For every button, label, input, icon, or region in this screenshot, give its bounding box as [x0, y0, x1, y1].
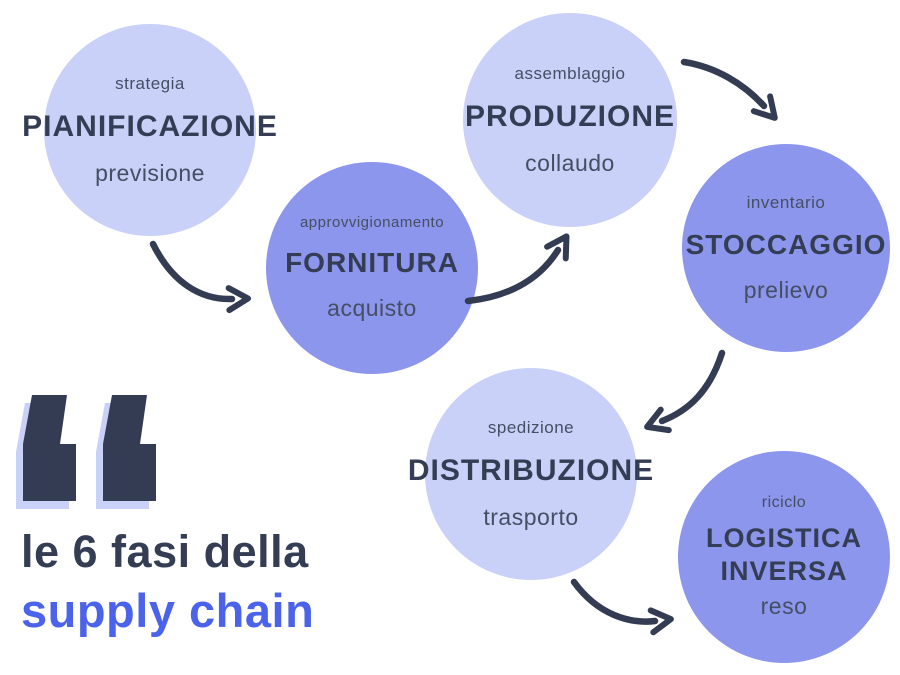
phase-bottom-label: reso: [760, 592, 808, 619]
phase-name: STOCCAGGIO: [685, 228, 887, 260]
phase-top-label: spedizione: [487, 417, 575, 437]
phase-top-label: inventario: [746, 192, 826, 212]
phase-circle-stoccaggio: inventario STOCCAGGIO prelievo: [682, 144, 890, 352]
phase-name: DISTRIBUZIONE: [407, 453, 655, 487]
arrow-stoccaggio-to-distribuzione: [644, 349, 726, 434]
phase-top-label: strategia: [115, 73, 185, 93]
phase-name: PIANIFICAZIONE: [22, 109, 278, 143]
phase-circle-pianificazione: strategia PIANIFICAZIONE previsione: [22, 24, 277, 236]
phase-circle-distribuzione: spedizione DISTRIBUZIONE trasporto: [408, 368, 653, 580]
title-line-2: supply chain: [21, 584, 315, 637]
arrow-distribuzione-to-logistica: [570, 578, 674, 636]
phase-bottom-label: trasporto: [483, 503, 579, 530]
title-line-1: le 6 fasi della: [21, 526, 309, 577]
arrow-fornitura-to-produzione: [464, 233, 570, 305]
quote-icon: [16, 395, 156, 509]
phase-bottom-label: acquisto: [327, 295, 417, 321]
title-block: le 6 fasi della supply chain: [21, 521, 314, 640]
arrow-pianificazione-to-fornitura: [149, 240, 251, 314]
phase-top-label: assemblaggio: [514, 63, 626, 83]
phase-bottom-label: collaudo: [525, 149, 615, 176]
phase-circle-produzione: assemblaggio PRODUZIONE collaudo: [463, 13, 677, 227]
phase-top-label: approvvigionamento: [299, 214, 445, 231]
phase-name: LOGISTICA INVERSA: [706, 523, 862, 586]
phase-name: FORNITURA: [285, 247, 459, 278]
arrow-produzione-to-stoccaggio: [680, 58, 778, 121]
phase-bottom-label: previsione: [95, 159, 205, 186]
phase-top-label: riciclo: [761, 494, 807, 512]
phase-bottom-label: prelievo: [743, 276, 829, 303]
phase-name: PRODUZIONE: [464, 99, 675, 133]
phase-circle-fornitura: approvvigionamento FORNITURA acquisto: [266, 162, 478, 374]
phase-circle-logistica-inversa: riciclo LOGISTICA INVERSA reso: [678, 451, 890, 663]
